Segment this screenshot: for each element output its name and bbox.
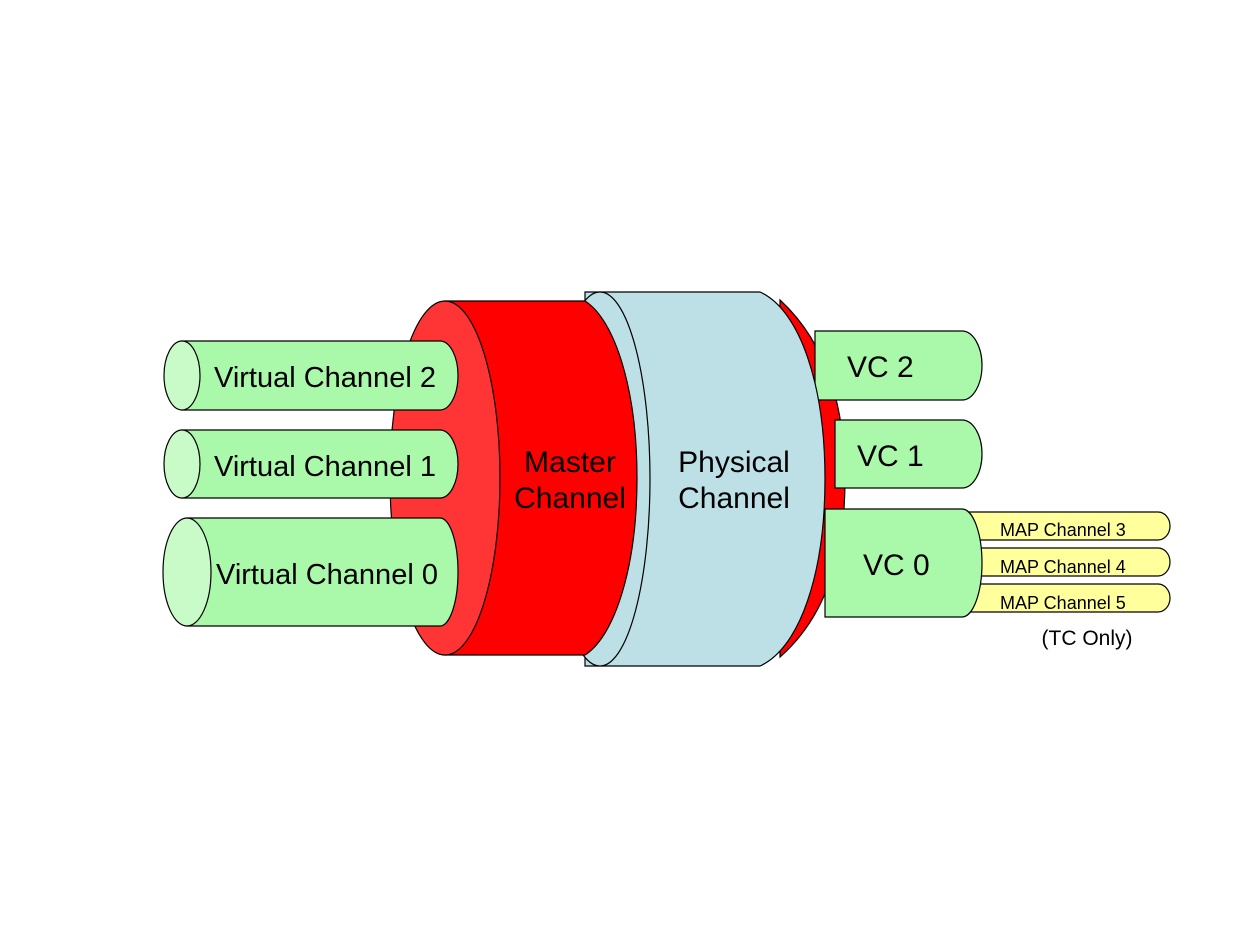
map-channel-3-tube <box>949 511 1171 541</box>
physical-channel-label-line2: Channel <box>678 482 790 515</box>
map-channel-5-tube <box>949 583 1171 613</box>
virtual-channel-2-label: Virtual Channel 2 <box>214 362 436 394</box>
vc-0-tube <box>824 508 983 618</box>
master-channel-label-line1: Master <box>524 446 616 479</box>
map-channel-4-label: MAP Channel 4 <box>1000 557 1126 577</box>
master-channel-label-line2: Channel <box>514 482 626 515</box>
virtual-channel-1-label: Virtual Channel 1 <box>214 451 436 483</box>
virtual-channel-0-label: Virtual Channel 0 <box>216 559 438 591</box>
physical-channel-label-line1: Physical <box>678 446 790 479</box>
vc-2-label: VC 2 <box>847 351 914 384</box>
virtual-channel-1-tube <box>163 429 459 499</box>
map-channel-4-tube <box>949 547 1171 577</box>
virtual-channel-0-tube <box>162 517 459 627</box>
map-channel-3-label: MAP Channel 3 <box>1000 520 1126 540</box>
vc-1-label: VC 1 <box>857 440 924 473</box>
vc-2-tube <box>814 330 983 401</box>
virtual-channel-2-tube <box>163 340 459 411</box>
tc-only-note: (TC Only) <box>1042 627 1133 650</box>
vc-1-tube <box>834 419 983 489</box>
vc-0-label: VC 0 <box>863 549 930 582</box>
map-channel-5-label: MAP Channel 5 <box>1000 593 1126 613</box>
